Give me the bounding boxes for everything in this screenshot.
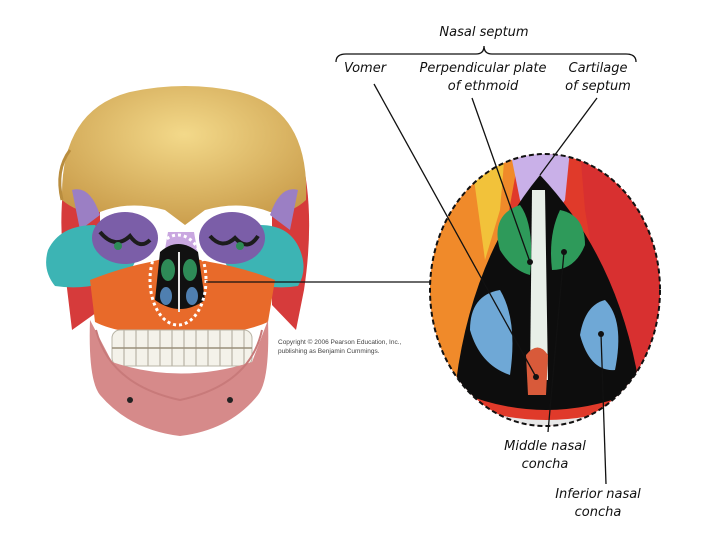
frontal-bone xyxy=(61,86,307,225)
inferior-concha-left xyxy=(470,290,513,375)
label-perpendicular-plate: Perpendicular plate of ethmoid xyxy=(419,61,547,94)
zoomed-nasal-cavity xyxy=(429,153,661,427)
label-middle-nasal-concha: Middle nasal concha xyxy=(504,439,586,472)
label-nasal-septum: Nasal septum xyxy=(439,25,529,40)
label-cartilage-of-septum: Cartilage of septum xyxy=(565,61,631,94)
septum-highlight-oval xyxy=(148,233,208,327)
vomer-leader xyxy=(373,83,537,378)
label-inferior-nasal-concha: Inferior nasal concha xyxy=(555,487,641,520)
leader-lines xyxy=(206,45,637,485)
label-vomer: Vomer xyxy=(343,61,387,76)
middle-concha-leader xyxy=(547,251,565,433)
septum xyxy=(530,190,548,380)
left-sphenoid xyxy=(72,189,100,230)
ethmoid-leader xyxy=(471,97,531,263)
septum-brace xyxy=(335,45,637,63)
skull-illustration xyxy=(46,86,310,436)
zoom-outline xyxy=(429,153,661,427)
teeth xyxy=(111,329,253,367)
inferior-concha-leader xyxy=(600,333,607,485)
cartilage-leader xyxy=(539,97,598,176)
middle-concha-right xyxy=(551,210,585,270)
middle-concha-left xyxy=(497,205,532,275)
right-sphenoid xyxy=(270,189,298,230)
leader-dots xyxy=(527,249,604,380)
copyright-notice: Copyright © 2006 Pearson Education, Inc.… xyxy=(278,339,402,355)
mandible xyxy=(89,320,269,436)
